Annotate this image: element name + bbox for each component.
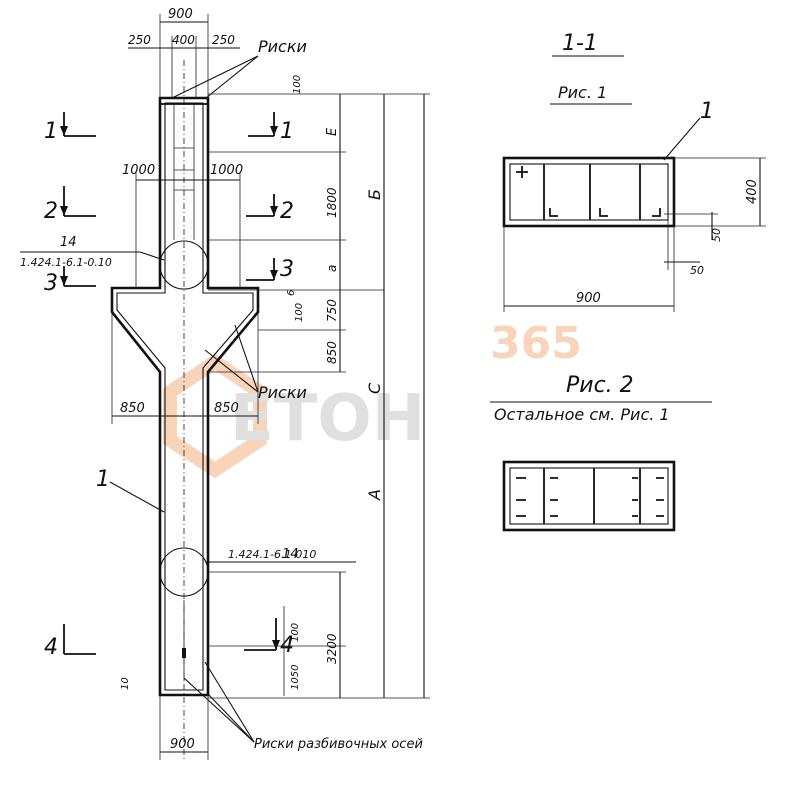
vdim-10: 10: [120, 677, 131, 690]
section-marker-3-left: 3: [44, 266, 96, 296]
fig1-outline: [502, 156, 676, 228]
fig1-rebar-hook-3: [599, 208, 608, 217]
fig1-position-leader: [663, 117, 701, 161]
marks-label-mid: Риски: [258, 383, 307, 402]
section-marker-1-left: 1: [44, 112, 96, 144]
dim-top-mid: 400: [172, 33, 195, 47]
section-title: 1-1: [562, 31, 598, 56]
node-circle-top: [159, 240, 209, 290]
column-inner-contour: [116, 102, 254, 691]
section-1-1: 1-1 Рис. 1 900 400 50 50 1 Рис. 2: [490, 31, 766, 532]
vdim-750: 750: [325, 299, 339, 322]
node-ref-top-code: 1.424.1-6.1-0.10: [20, 256, 112, 269]
dim-bottom-width: 900: [170, 737, 195, 752]
vdim-850: 850: [325, 341, 339, 364]
fig2-rebar-hook-1: [516, 477, 526, 517]
marks-leader-bot-1: [183, 677, 255, 743]
fig1-inner: [509, 163, 669, 221]
svg-text:4: 4: [44, 635, 58, 660]
node-ref-bot-code: 1.424.1-6.1-010: [228, 548, 316, 561]
vdim-6: 6: [286, 290, 297, 296]
marks-leader-top-1: [171, 55, 259, 99]
watermark-brand: ЕТОН: [230, 382, 425, 456]
column-elevation: 900 250 400 250 Риски 1000 1000 850 850 …: [20, 7, 430, 760]
marks-leader-mid-2: [234, 324, 259, 393]
fig2-label: Рис. 2: [566, 373, 634, 398]
vdim-e: Е: [325, 127, 340, 136]
fig2-outline: [502, 460, 676, 532]
section-marker-1-right: 1: [248, 112, 294, 144]
vdim-100-low: 100: [290, 623, 301, 642]
section-marker-3-right: 3: [246, 257, 294, 282]
watermark: 365 ЕТОН: [163, 318, 582, 479]
fig1-dim-height: 400: [745, 179, 760, 204]
marks-leader-top-2: [205, 55, 259, 99]
vdim-1050: 1050: [290, 665, 301, 690]
fig1-rebar-hook-2: [549, 208, 558, 217]
svg-text:1: 1: [280, 119, 294, 144]
svg-text:2: 2: [280, 199, 294, 224]
dim-top-right: 250: [212, 33, 235, 47]
vdim-a-big: А: [365, 489, 384, 501]
fig1-dim-50-a: 50: [710, 228, 723, 242]
svg-text:4: 4: [280, 633, 294, 658]
fig2-inner: [509, 467, 669, 525]
fig2-rebar-hook-2: [550, 477, 558, 517]
svg-text:3: 3: [44, 271, 58, 296]
marks-label-bottom: Риски разбивочных осей: [254, 737, 423, 752]
vdim-b: Б: [365, 189, 384, 200]
marks-leader-mid-1: [204, 349, 259, 393]
node-ref-top-leader: [139, 251, 165, 261]
section-marker-4-left: 4: [44, 624, 96, 660]
vdim-1800: 1800: [325, 187, 339, 218]
fig1-label: Рис. 1: [558, 83, 607, 102]
marks-leader-bot-3: [207, 693, 255, 743]
vdim-3200: 3200: [325, 633, 339, 664]
node-ref-top-num: 14: [60, 235, 77, 250]
vdim-100-mid: 100: [294, 303, 305, 322]
fig1-dim-width: 900: [576, 291, 601, 306]
section-marker-2-left: 2: [44, 186, 96, 224]
dim-1000-left: 1000: [122, 163, 155, 178]
svg-text:1: 1: [44, 119, 58, 144]
position-label: 1: [96, 467, 110, 492]
fig1-position-label: 1: [700, 99, 714, 124]
fig2-rebar-hook-3: [632, 477, 638, 517]
dim-top-left: 250: [128, 33, 151, 47]
fig2-note: Остальное см. Рис. 1: [494, 405, 670, 424]
svg-text:3: 3: [280, 257, 294, 282]
section-marker-2-right: 2: [246, 194, 294, 224]
dim-top-total: 900: [168, 7, 193, 22]
bottom-slot: [182, 648, 186, 658]
fig1-rebar-hook-1: [516, 166, 528, 178]
marks-leader-bot-2: [204, 661, 255, 743]
node-ref-bot-num: 14: [282, 547, 299, 562]
watermark-365: 365: [490, 318, 582, 369]
svg-text:2: 2: [44, 199, 58, 224]
fig1-dim-50-b: 50: [690, 264, 704, 277]
vdim-c: С: [365, 382, 384, 394]
position-leader: [109, 481, 165, 513]
dim-1000-right: 1000: [210, 163, 243, 178]
dim-850-right: 850: [214, 401, 239, 416]
marks-label-top: Риски: [258, 37, 307, 56]
fig1-rebar-hook-4: [652, 208, 661, 217]
dim-850-left: 850: [120, 401, 145, 416]
fig2-rebar-hook-4: [656, 477, 664, 517]
vdim-100-top: 100: [292, 75, 303, 94]
vdim-a: а: [325, 265, 339, 272]
section-marker-4-right: 4: [244, 618, 294, 658]
